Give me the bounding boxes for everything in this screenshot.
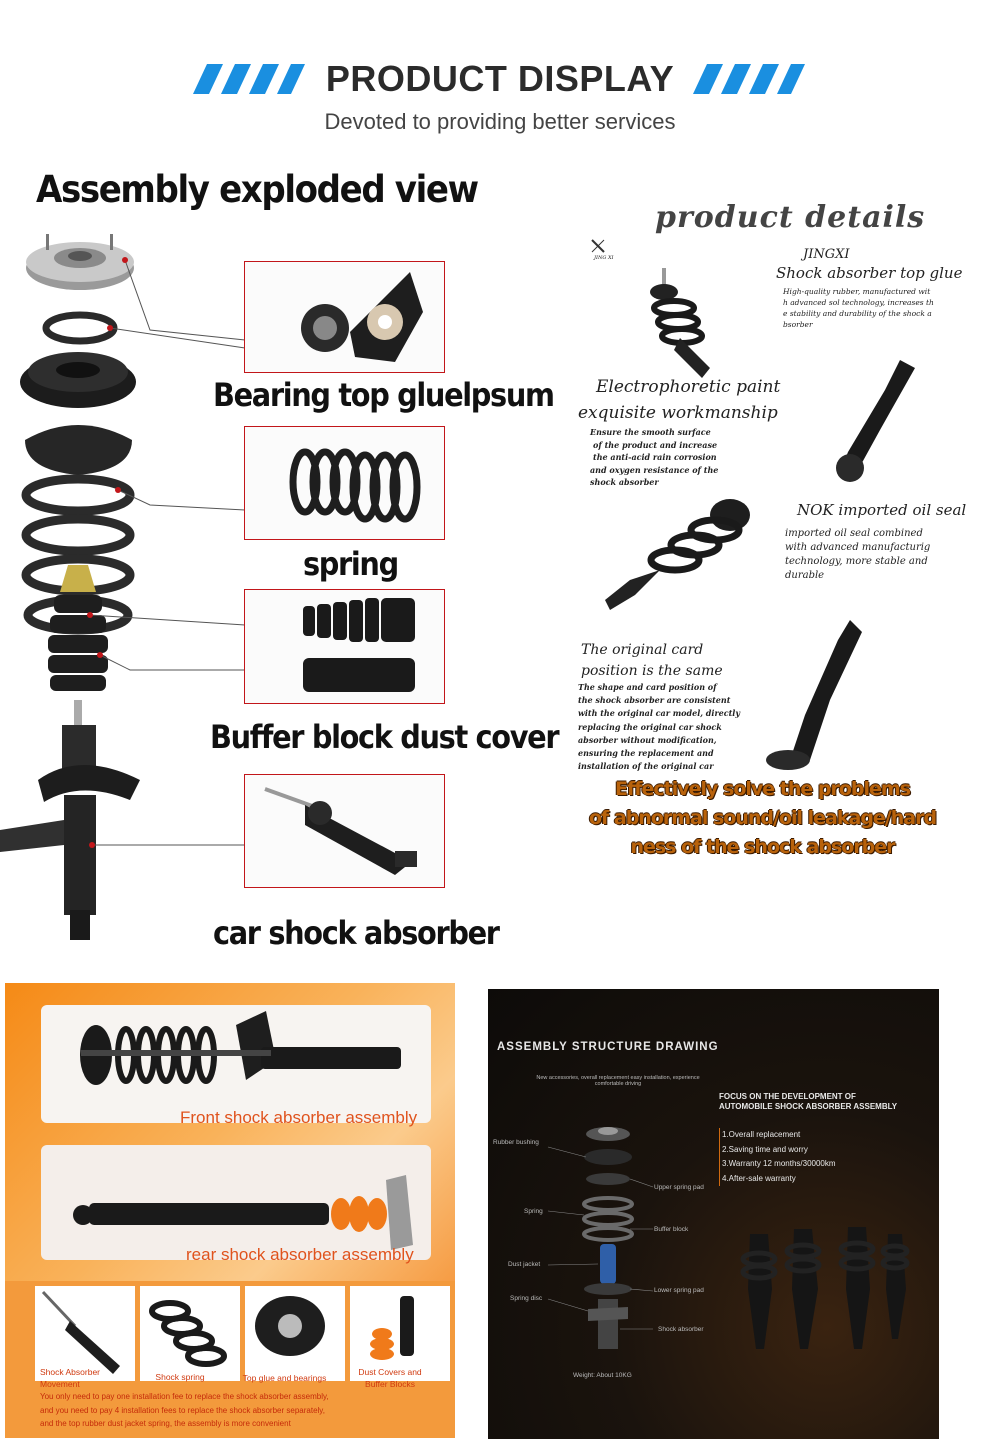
card-heading: The original card position is the same bbox=[581, 642, 723, 679]
front-shock-icon bbox=[80, 1011, 401, 1085]
top-glue-heading: Shock absorber top glue bbox=[776, 264, 963, 282]
callout-weight: Weight: About 10KG bbox=[573, 1372, 632, 1379]
spring-inset bbox=[244, 426, 445, 540]
callout-shock: Shock absorber bbox=[658, 1326, 704, 1333]
exploded-view-illustration bbox=[0, 234, 246, 940]
headline-benefit: Effectively solve the problems of abnorm… bbox=[588, 778, 937, 858]
buffer-block-icon bbox=[303, 598, 415, 692]
spring-icon bbox=[289, 448, 421, 523]
bearing-top-glue-icon bbox=[301, 272, 423, 362]
page-subtitle: Devoted to providing better services bbox=[324, 109, 676, 134]
thumb-label-dust-cover: Dust Covers and Buffer Blocks bbox=[358, 1367, 422, 1389]
thumb-label-shock-movement: Shock Absorber Movement bbox=[40, 1367, 101, 1389]
brand-small: JING XI bbox=[594, 255, 614, 261]
thumb-shock-movement bbox=[35, 1286, 135, 1381]
seal-heading: NOK imported oil seal bbox=[797, 501, 967, 519]
shock-spring-icon bbox=[149, 1300, 227, 1367]
shock-absorber-icon bbox=[264, 787, 417, 875]
thumb-top-glue bbox=[245, 1286, 345, 1381]
callout-lower-pad: Lower spring pad bbox=[654, 1287, 704, 1294]
rear-assembly-card bbox=[41, 1145, 431, 1260]
structure-panel: ASSEMBLY STRUCTURE DRAWING New accessori… bbox=[488, 989, 939, 1439]
details-illustration bbox=[591, 239, 915, 770]
stripes-left-icon bbox=[193, 64, 305, 94]
thumb-dust-cover bbox=[350, 1286, 450, 1381]
callout-upper-pad: Upper spring pad bbox=[654, 1184, 704, 1191]
paint-heading: Electrophoretic paint exquisite workmans… bbox=[578, 377, 781, 423]
top-glue-body: High-quality rubber, manufactured wit h … bbox=[783, 287, 934, 329]
thumb-label-top-glue: Top glue and bearings bbox=[242, 1373, 327, 1383]
stripes-right-icon bbox=[693, 64, 805, 94]
callout-rubber-bushing: Rubber bushing bbox=[493, 1139, 539, 1146]
buffer-inset bbox=[244, 589, 445, 704]
front-assembly-card bbox=[41, 1005, 431, 1123]
details-title: product details bbox=[655, 200, 926, 235]
shock-movement-icon bbox=[41, 1290, 120, 1374]
callout-spring-disc: Spring disc bbox=[510, 1295, 543, 1302]
label-shock: car shock absorber bbox=[213, 914, 500, 952]
structure-sub: New accessories, overall replacement eas… bbox=[536, 1075, 700, 1087]
rear-shock-icon bbox=[73, 1175, 413, 1250]
callout-spring: Spring bbox=[524, 1208, 543, 1215]
front-caption: Front shock absorber assembly bbox=[180, 1108, 418, 1127]
top-mount-icon bbox=[26, 234, 134, 290]
exploded-view-title: Assembly exploded view bbox=[36, 168, 479, 211]
shock-inset bbox=[244, 774, 445, 888]
seal-body: imported oil seal combined with advanced… bbox=[785, 528, 931, 581]
top-glue-bearing-icon bbox=[255, 1296, 325, 1356]
bearing-inset bbox=[244, 261, 445, 373]
focus-heading: FOCUS ON THE DEVELOPMENT OF AUTOMOBILE S… bbox=[719, 1092, 898, 1111]
installation-note: You only need to pay one installation fe… bbox=[40, 1392, 329, 1428]
thumb-shock-spring bbox=[140, 1286, 240, 1381]
structure-title: ASSEMBLY STRUCTURE DRAWING bbox=[497, 1041, 719, 1053]
paint-body: Ensure the smooth surface of the product… bbox=[590, 427, 719, 487]
card-body: The shape and card position of the shock… bbox=[578, 682, 740, 772]
brand-logo-icon bbox=[591, 239, 605, 253]
label-spring: spring bbox=[303, 545, 399, 583]
dust-cover-icon bbox=[370, 1296, 414, 1360]
callout-buffer: Buffer block bbox=[654, 1226, 689, 1233]
label-buffer: Buffer block dust cover bbox=[210, 718, 560, 756]
feature-list: 1.Overall replacement 2.Saving time and … bbox=[719, 1128, 899, 1186]
page-header: PRODUCT DISPLAY Devoted to providing bet… bbox=[0, 52, 1000, 142]
thumb-label-shock-spring: Shock spring bbox=[155, 1372, 205, 1382]
label-bearing: Bearing top gluelpsum bbox=[213, 376, 555, 414]
brand-name: JINGXI bbox=[803, 247, 850, 262]
structure-illustration bbox=[547, 1127, 910, 1349]
rear-caption: rear shock absorber assembly bbox=[186, 1245, 414, 1264]
callout-dust-jacket: Dust jacket bbox=[508, 1261, 541, 1268]
page-title: PRODUCT DISPLAY bbox=[325, 58, 675, 99]
